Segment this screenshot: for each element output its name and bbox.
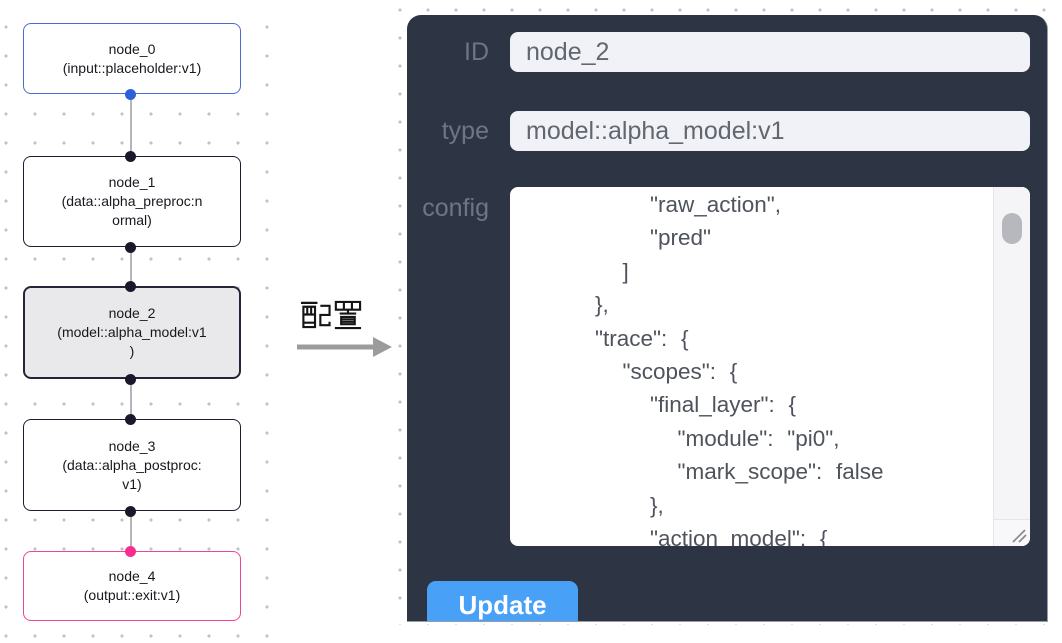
node-subtitle: (output::exit:v1) [83,587,181,603]
flow-node-node_4[interactable]: node_4 (output::exit:v1) [23,551,241,621]
config-resize-corner[interactable] [993,519,1030,546]
handle-input-node_3[interactable] [125,413,136,425]
node-title: node_1 [108,174,156,190]
handle-output-node_2[interactable] [125,373,136,385]
update-button[interactable]: Update [427,581,578,621]
config-scrollbar-thumb[interactable] [1002,213,1022,244]
flow-node-node_1[interactable]: node_1 (data::alpha_preproc:n ormal) [23,156,241,247]
config-editor: "raw_action", "pred" ] }, "trace": { "sc… [510,187,1030,546]
edge-node0-node1 [130,94,132,156]
resize-grip-icon [1012,529,1027,543]
type-label: type [441,117,489,145]
node-title: node_2 [108,305,156,321]
right-arrow-icon [297,337,392,357]
id-label: ID [464,38,489,66]
flow-node-node_3[interactable]: node_3 (data::alpha_postproc: v1) [23,419,241,511]
node-title: node_3 [108,437,156,454]
id-input[interactable] [510,32,1030,72]
handle-output-node_3[interactable] [125,505,136,517]
node-subtitle: (data::alpha_preproc:n [61,193,203,209]
handle-input-node_2[interactable] [125,280,136,292]
config-label-cjk [300,300,362,330]
edge-node1-node2 [130,247,132,286]
node-subtitle: ) [129,343,135,359]
handle-input-node_4[interactable] [125,545,136,557]
handle-input-node_1[interactable] [125,150,136,162]
flow-node-node_0[interactable]: node_0 (input::placeholder:v1) [23,23,241,94]
config-textarea[interactable]: "raw_action", "pred" ] }, "trace": { "sc… [510,187,1030,546]
handle-output-node_1[interactable] [125,241,136,253]
type-input[interactable] [510,111,1030,151]
edge-node2-node3 [130,379,132,419]
config-scrollbar-track[interactable] [993,187,1030,519]
flow-canvas[interactable]: node_0 (input::placeholder:v1) node_1 (d… [0,0,272,643]
node-config-panel: ID type config "raw_action", "pred" ] },… [407,15,1048,622]
node-subtitle: (model::alpha_model:v1 [57,324,207,340]
node-subtitle: (input::placeholder:v1) [62,59,202,76]
node-title: node_4 [108,568,156,584]
node-subtitle: ormal) [112,212,152,228]
node-title: node_0 [108,40,156,57]
flow-node-node_2-selected[interactable]: node_2 (model::alpha_model:v1 ) [23,286,241,379]
handle-output-node_0[interactable] [125,88,136,100]
node-subtitle: v1) [122,475,142,492]
node-subtitle: (data::alpha_postproc: [62,456,202,473]
config-label: config [422,194,489,222]
edge-node3-node4 [130,511,132,551]
